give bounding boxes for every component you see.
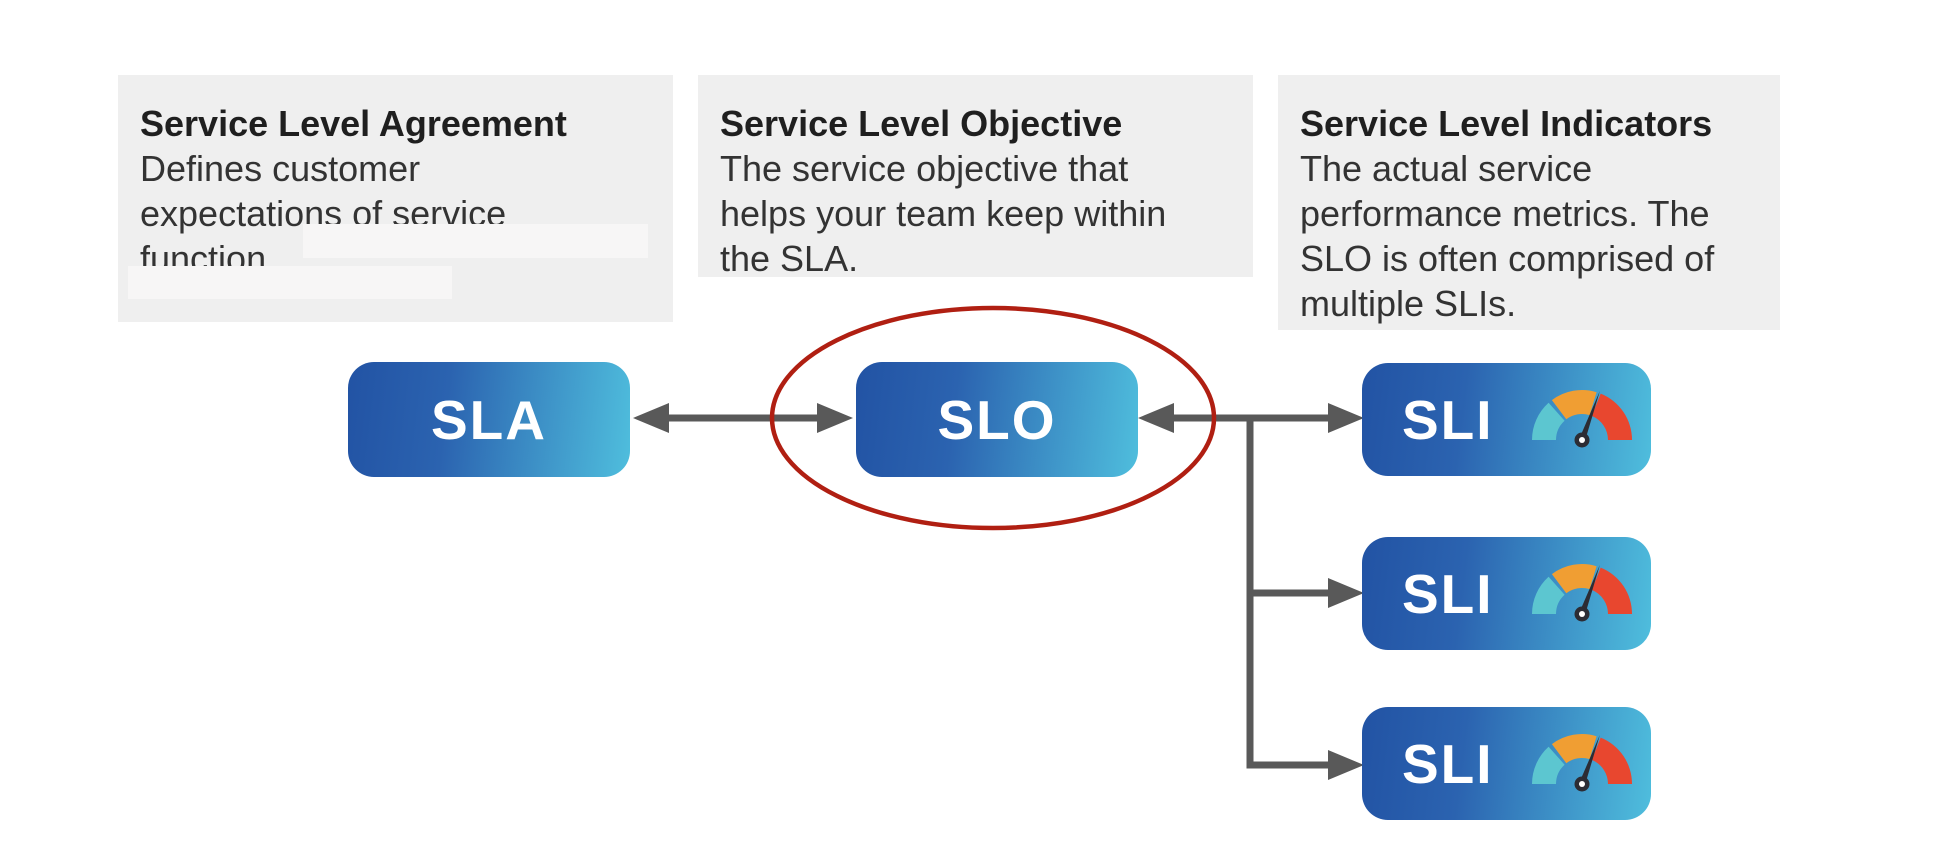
node-sli-1: SLI — [1362, 363, 1651, 476]
node-sli-3: SLI — [1362, 707, 1651, 820]
redacted-text-bar — [128, 266, 452, 299]
arrowhead-left-to-slo — [1138, 403, 1174, 433]
gauge-meter-icon — [1531, 733, 1632, 791]
arrowhead-right-to-slo — [817, 403, 853, 433]
node-sli-1-label: SLI — [1402, 388, 1494, 451]
description-card-sli: Service Level Indicators The actual serv… — [1278, 75, 1780, 330]
card-body-sli: The actual service performance metrics. … — [1300, 148, 1715, 324]
card-body-slo: The service objective that helps your te… — [720, 148, 1167, 279]
node-slo: SLO — [856, 362, 1138, 477]
node-sli-3-label: SLI — [1402, 732, 1494, 795]
description-card-sla: Service Level Agreement Defines customer… — [118, 75, 673, 322]
card-heading-slo: Service Level Objective — [720, 103, 1123, 144]
gauge-needle — [1578, 564, 1600, 615]
gauge-meter-icon — [1531, 389, 1632, 447]
arrowhead-to-sli1 — [1328, 403, 1364, 433]
node-slo-label: SLO — [937, 388, 1057, 451]
node-sla-label: SLA — [431, 388, 547, 451]
gauge-needle — [1578, 734, 1600, 785]
redacted-text-bar — [303, 224, 648, 258]
node-sli-2-label: SLI — [1402, 562, 1494, 625]
card-heading-sla: Service Level Agreement — [140, 103, 567, 144]
description-card-slo: Service Level Objective The service obje… — [698, 75, 1253, 279]
arrowhead-to-sli2 — [1328, 578, 1364, 608]
arrowhead-to-sli3 — [1328, 750, 1364, 780]
arrowhead-left-to-sla — [633, 403, 669, 433]
gauge-meter-icon — [1531, 563, 1632, 621]
gauge-needle — [1578, 390, 1600, 441]
card-heading-sli: Service Level Indicators — [1300, 103, 1713, 144]
node-sli-2: SLI — [1362, 537, 1651, 650]
node-sla: SLA — [348, 362, 630, 477]
card-body-sla: Defines customer expectations of service… — [140, 148, 507, 279]
